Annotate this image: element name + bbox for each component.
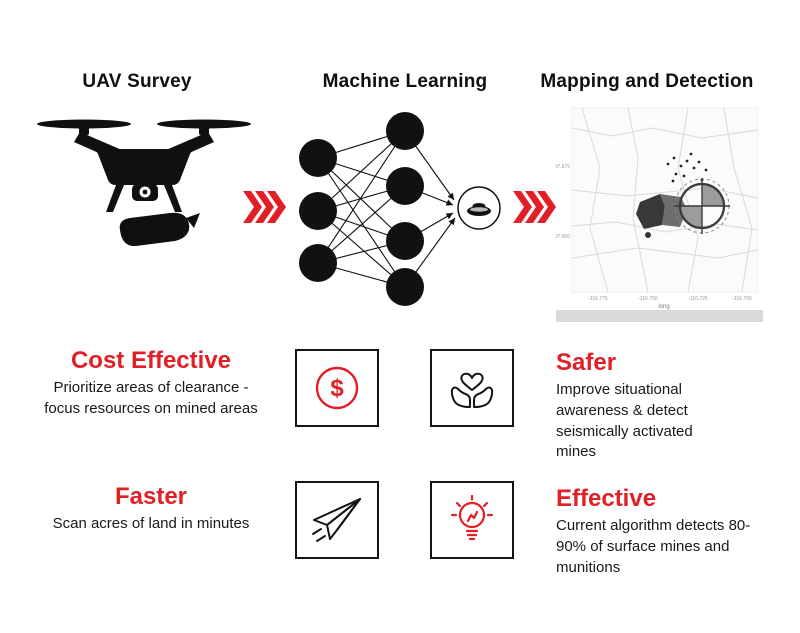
dollar-glyph: $	[330, 375, 344, 402]
landmine-icon	[467, 203, 491, 216]
feature-safer-desc: Improve situational awareness & detect s…	[556, 381, 693, 461]
cost-icon-box: $	[295, 349, 379, 427]
feature-faster-desc: Scan acres of land in minutes	[52, 515, 250, 533]
feature-faster: Faster Scan acres of land in minutes	[44, 484, 258, 535]
map-x-tick: -116.700	[732, 296, 752, 302]
safer-icon-box	[430, 349, 514, 427]
feature-cost-desc: Prioritize areas of clearance - focus re…	[44, 379, 258, 417]
map-footer-strip	[556, 310, 763, 322]
neural-network-diagram	[299, 112, 501, 306]
feature-cost-effective: Cost Effective Prioritize areas of clear…	[44, 348, 258, 420]
target-crosshair-icon	[674, 178, 730, 234]
feature-safer: Safer Improve situational awareness & de…	[556, 350, 734, 463]
chevron-arrows-icon-2	[513, 191, 556, 223]
map-x-tick: -116.725	[688, 296, 708, 302]
faster-icon-box	[295, 481, 379, 559]
mapping-detection-title: Mapping and Detection	[540, 71, 754, 92]
chevron-arrows-icon-1	[243, 191, 286, 223]
drone-illustration	[37, 119, 251, 247]
feature-faster-title: Faster	[114, 483, 188, 510]
dollar-circle-icon: $	[315, 366, 359, 410]
uav-survey-title: UAV Survey	[82, 71, 192, 92]
feature-effective-desc: Current algorithm detects 80-90% of surf…	[556, 517, 751, 576]
lightbulb-icon	[450, 495, 494, 541]
hands-holding-heart-icon	[450, 372, 494, 408]
feature-effective: Effective Current algorithm detects 80-9…	[556, 486, 761, 578]
feature-safer-title: Safer	[556, 349, 617, 376]
feature-effective-title: Effective	[556, 485, 657, 512]
map-y-tick: 37.650	[556, 234, 570, 240]
effective-icon-box	[430, 481, 514, 559]
machine-learning-title: Machine Learning	[322, 71, 488, 92]
map-x-axis-label: long	[658, 304, 669, 310]
map-x-tick: -116.775	[588, 296, 608, 302]
paper-plane-icon	[312, 498, 361, 542]
map-y-tick: 37.675	[556, 164, 570, 170]
feature-cost-title: Cost Effective	[70, 347, 232, 374]
detection-map: 37.675 37.650 -116.775 -116.750 -116.725…	[556, 106, 763, 322]
map-x-tick: -116.750	[638, 296, 658, 302]
